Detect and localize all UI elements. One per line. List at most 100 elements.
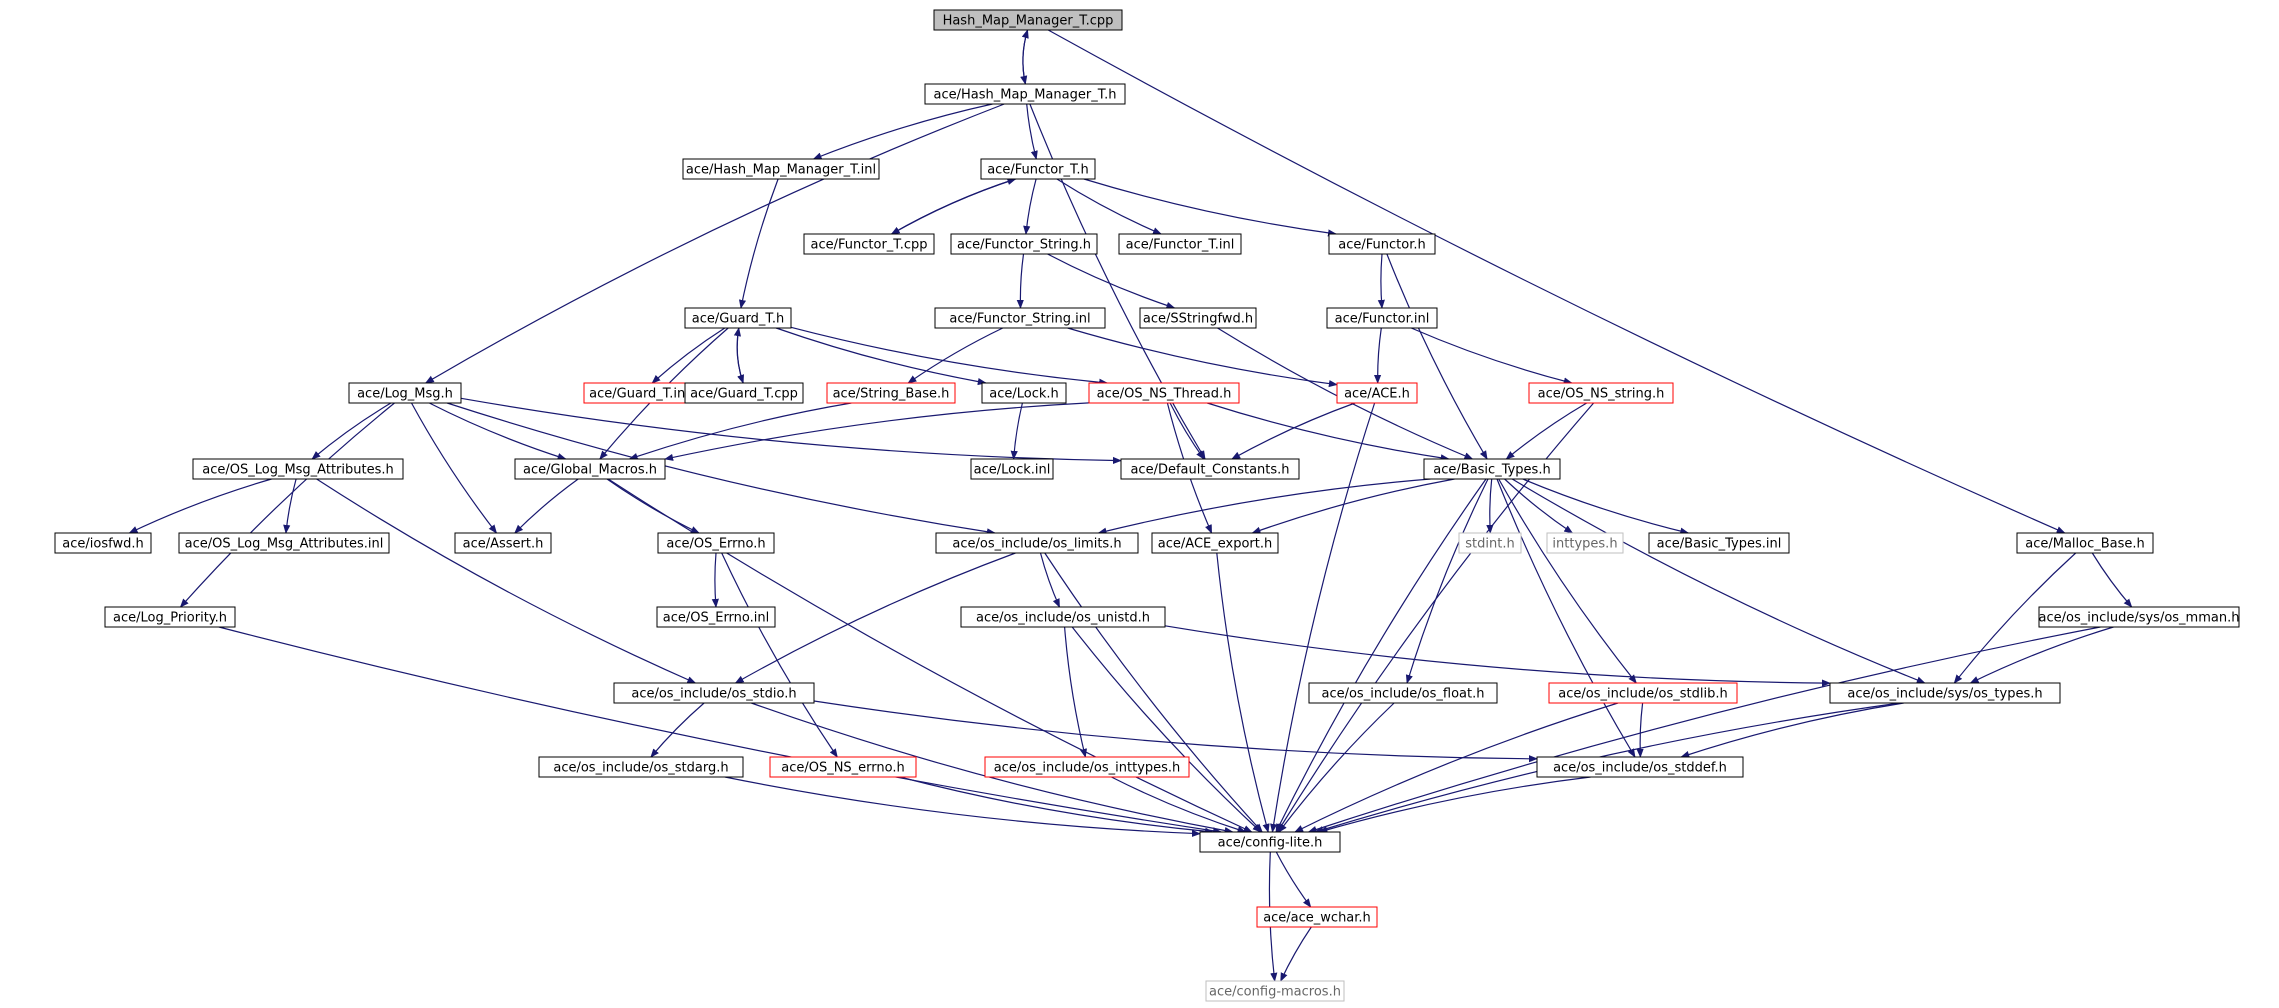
node-ace-wchar[interactable]: ace/ace_wchar.h <box>1256 906 1378 928</box>
edge-functor_string_h-to-functor_string_inl <box>1016 253 1025 309</box>
edge-ace_h-to-config_lite <box>1270 402 1376 833</box>
node-label: ace/Global_Macros.h <box>523 463 657 478</box>
node-string-base[interactable]: ace/String_Base.h <box>826 382 956 404</box>
node-os-mman[interactable]: ace/os_include/sys/os_mman.h <box>2038 606 2240 628</box>
node-config-lite[interactable]: ace/config-lite.h <box>1199 831 1341 853</box>
edge-guard_t_cpp-to-guard_t_h <box>733 327 744 384</box>
node-label: ace/os_include/os_stdio.h <box>631 687 796 702</box>
node-stdint: stdint.h <box>1458 532 1522 554</box>
node-box <box>1199 831 1341 853</box>
node-global-macros[interactable]: ace/Global_Macros.h <box>514 458 666 480</box>
node-os-stddef[interactable]: ace/os_include/os_stddef.h <box>1536 756 1744 778</box>
node-assert-h[interactable]: ace/Assert.h <box>454 532 552 554</box>
edge-os_stdio-to-os_stddef <box>813 700 1538 763</box>
node-functor-t-cpp[interactable]: ace/Functor_T.cpp <box>803 233 935 255</box>
node-ace-export[interactable]: ace/ACE_export.h <box>1151 532 1279 554</box>
node-os-errno-inl[interactable]: ace/OS_Errno.inl <box>656 606 776 628</box>
edge-hmm_h-to-hmm_cpp <box>1021 29 1029 85</box>
node-lock-inl[interactable]: ace/Lock.inl <box>970 458 1054 480</box>
edge-os_stdlib-to-config_lite <box>1294 702 1619 833</box>
node-box <box>1829 682 2061 704</box>
node-os-log-attr-h[interactable]: ace/OS_Log_Msg_Attributes.h <box>192 458 404 480</box>
node-label: ace/Malloc_Base.h <box>2025 537 2145 552</box>
edge-functor_string_h-to-sstringfwd <box>1047 253 1176 309</box>
node-label: ace/Guard_T.cpp <box>690 387 798 402</box>
node-label: ace/OS_NS_string.h <box>1538 387 1665 402</box>
node-label: ace/os_include/os_stddef.h <box>1553 761 1727 776</box>
node-functor-t-inl[interactable]: ace/Functor_T.inl <box>1118 233 1242 255</box>
node-label: ace/iosfwd.h <box>62 537 143 552</box>
node-box <box>54 532 152 554</box>
node-os-types[interactable]: ace/os_include/sys/os_types.h <box>1829 682 2061 704</box>
node-hmm-inl[interactable]: ace/Hash_Map_Manager_T.inl <box>682 158 880 180</box>
edge-ace_export-to-config_lite <box>1216 552 1270 833</box>
edge-basic_types_h-to-os_stdlib <box>1498 478 1637 684</box>
node-box <box>1528 382 1674 404</box>
node-os-ns-thread[interactable]: ace/OS_NS_Thread.h <box>1088 382 1240 404</box>
edge-functor_t_h-to-functor_string_h <box>1023 178 1037 235</box>
node-label: ace/Default_Constants.h <box>1130 463 1289 478</box>
node-label: ace/os_include/os_stdlib.h <box>1558 687 1727 702</box>
node-box <box>1326 307 1438 329</box>
node-default-constants[interactable]: ace/Default_Constants.h <box>1120 458 1300 480</box>
node-os-stdio[interactable]: ace/os_include/os_stdio.h <box>613 682 815 704</box>
node-functor-string-inl[interactable]: ace/Functor_String.inl <box>934 307 1106 329</box>
node-guard-t-h[interactable]: ace/Guard_T.h <box>684 307 792 329</box>
node-os-stdarg[interactable]: ace/os_include/os_stdarg.h <box>538 756 744 778</box>
node-log-priority[interactable]: ace/Log_Priority.h <box>104 606 236 628</box>
node-box <box>981 382 1067 404</box>
node-basic-types-h[interactable]: ace/Basic_Types.h <box>1423 458 1561 480</box>
node-box <box>769 756 917 778</box>
node-label: ace/Functor_T.inl <box>1126 238 1235 253</box>
node-iosfwd[interactable]: ace/iosfwd.h <box>54 532 152 554</box>
edge-os_stdlib-to-os_stddef <box>1636 702 1644 758</box>
node-guard-t-inl[interactable]: ace/Guard_T.inl <box>583 382 695 404</box>
edge-os_ns_errno-to-config_lite <box>899 776 1214 835</box>
node-box <box>348 382 462 404</box>
node-sstringfwd[interactable]: ace/SStringfwd.h <box>1139 307 1257 329</box>
node-label: ace/Functor.h <box>1338 238 1425 253</box>
edge-hmm_h-to-default_constants <box>1029 103 1206 460</box>
node-os-ns-errno[interactable]: ace/OS_NS_errno.h <box>769 756 917 778</box>
node-box <box>514 458 666 480</box>
node-os-log-attr-inl[interactable]: ace/OS_Log_Msg_Attributes.inl <box>178 532 390 554</box>
node-box <box>933 9 1123 31</box>
node-functor-h[interactable]: ace/Functor.h <box>1328 233 1436 255</box>
node-label: ace/Guard_T.h <box>692 312 784 327</box>
node-ace-h[interactable]: ace/ACE.h <box>1336 382 1418 404</box>
edge-os_log_attr_h-to-iosfwd <box>128 478 272 534</box>
edge-os_stdarg-to-config_lite <box>724 776 1201 837</box>
node-os-stdlib[interactable]: ace/os_include/os_stdlib.h <box>1548 682 1738 704</box>
node-lock-h[interactable]: ace/Lock.h <box>981 382 1067 404</box>
node-functor-inl[interactable]: ace/Functor.inl <box>1326 307 1438 329</box>
node-os-inttypes[interactable]: ace/os_include/os_inttypes.h <box>984 756 1190 778</box>
edge-os_mman-to-config_lite <box>1307 626 2101 833</box>
node-os-unistd[interactable]: ace/os_include/os_unistd.h <box>960 606 1166 628</box>
node-guard-t-cpp[interactable]: ace/Guard_T.cpp <box>684 382 804 404</box>
edge-hmm_inl-to-guard_t_h <box>738 178 779 309</box>
node-basic-types-inl[interactable]: ace/Basic_Types.inl <box>1648 532 1790 554</box>
node-hmm-cpp[interactable]: Hash_Map_Manager_T.cpp <box>933 9 1123 31</box>
node-os-errno-h[interactable]: ace/OS_Errno.h <box>657 532 775 554</box>
node-label: ace/OS_NS_errno.h <box>781 761 905 776</box>
node-box <box>682 158 880 180</box>
edge-os_unistd-to-os_types <box>1164 625 1831 687</box>
node-log-msg[interactable]: ace/Log_Msg.h <box>348 382 462 404</box>
node-os-float[interactable]: ace/os_include/os_float.h <box>1308 682 1498 704</box>
node-label: ace/Guard_T.inl <box>589 387 689 402</box>
node-label: Hash_Map_Manager_T.cpp <box>943 14 1114 29</box>
node-functor-string-h[interactable]: ace/Functor_String.h <box>950 233 1098 255</box>
node-hmm-h[interactable]: ace/Hash_Map_Manager_T.h <box>924 83 1126 105</box>
edge-guard_t_h-to-lock_h <box>775 327 987 386</box>
node-functor-t-h[interactable]: ace/Functor_T.h <box>980 158 1096 180</box>
node-label: ace/Hash_Map_Manager_T.h <box>934 88 1117 103</box>
edge-os_errno_h-to-os_ns_errno <box>721 552 838 758</box>
node-label: ace/OS_Errno.inl <box>663 611 769 626</box>
node-box <box>657 532 775 554</box>
edge-functor_inl-to-os_ns_string <box>1410 327 1573 385</box>
node-malloc-base[interactable]: ace/Malloc_Base.h <box>2016 532 2154 554</box>
node-label: ace/Log_Msg.h <box>357 387 453 402</box>
node-os-ns-string[interactable]: ace/OS_NS_string.h <box>1528 382 1674 404</box>
node-os-limits[interactable]: ace/os_include/os_limits.h <box>935 532 1139 554</box>
edge-config_lite-to-ace_wchar <box>1275 851 1312 908</box>
